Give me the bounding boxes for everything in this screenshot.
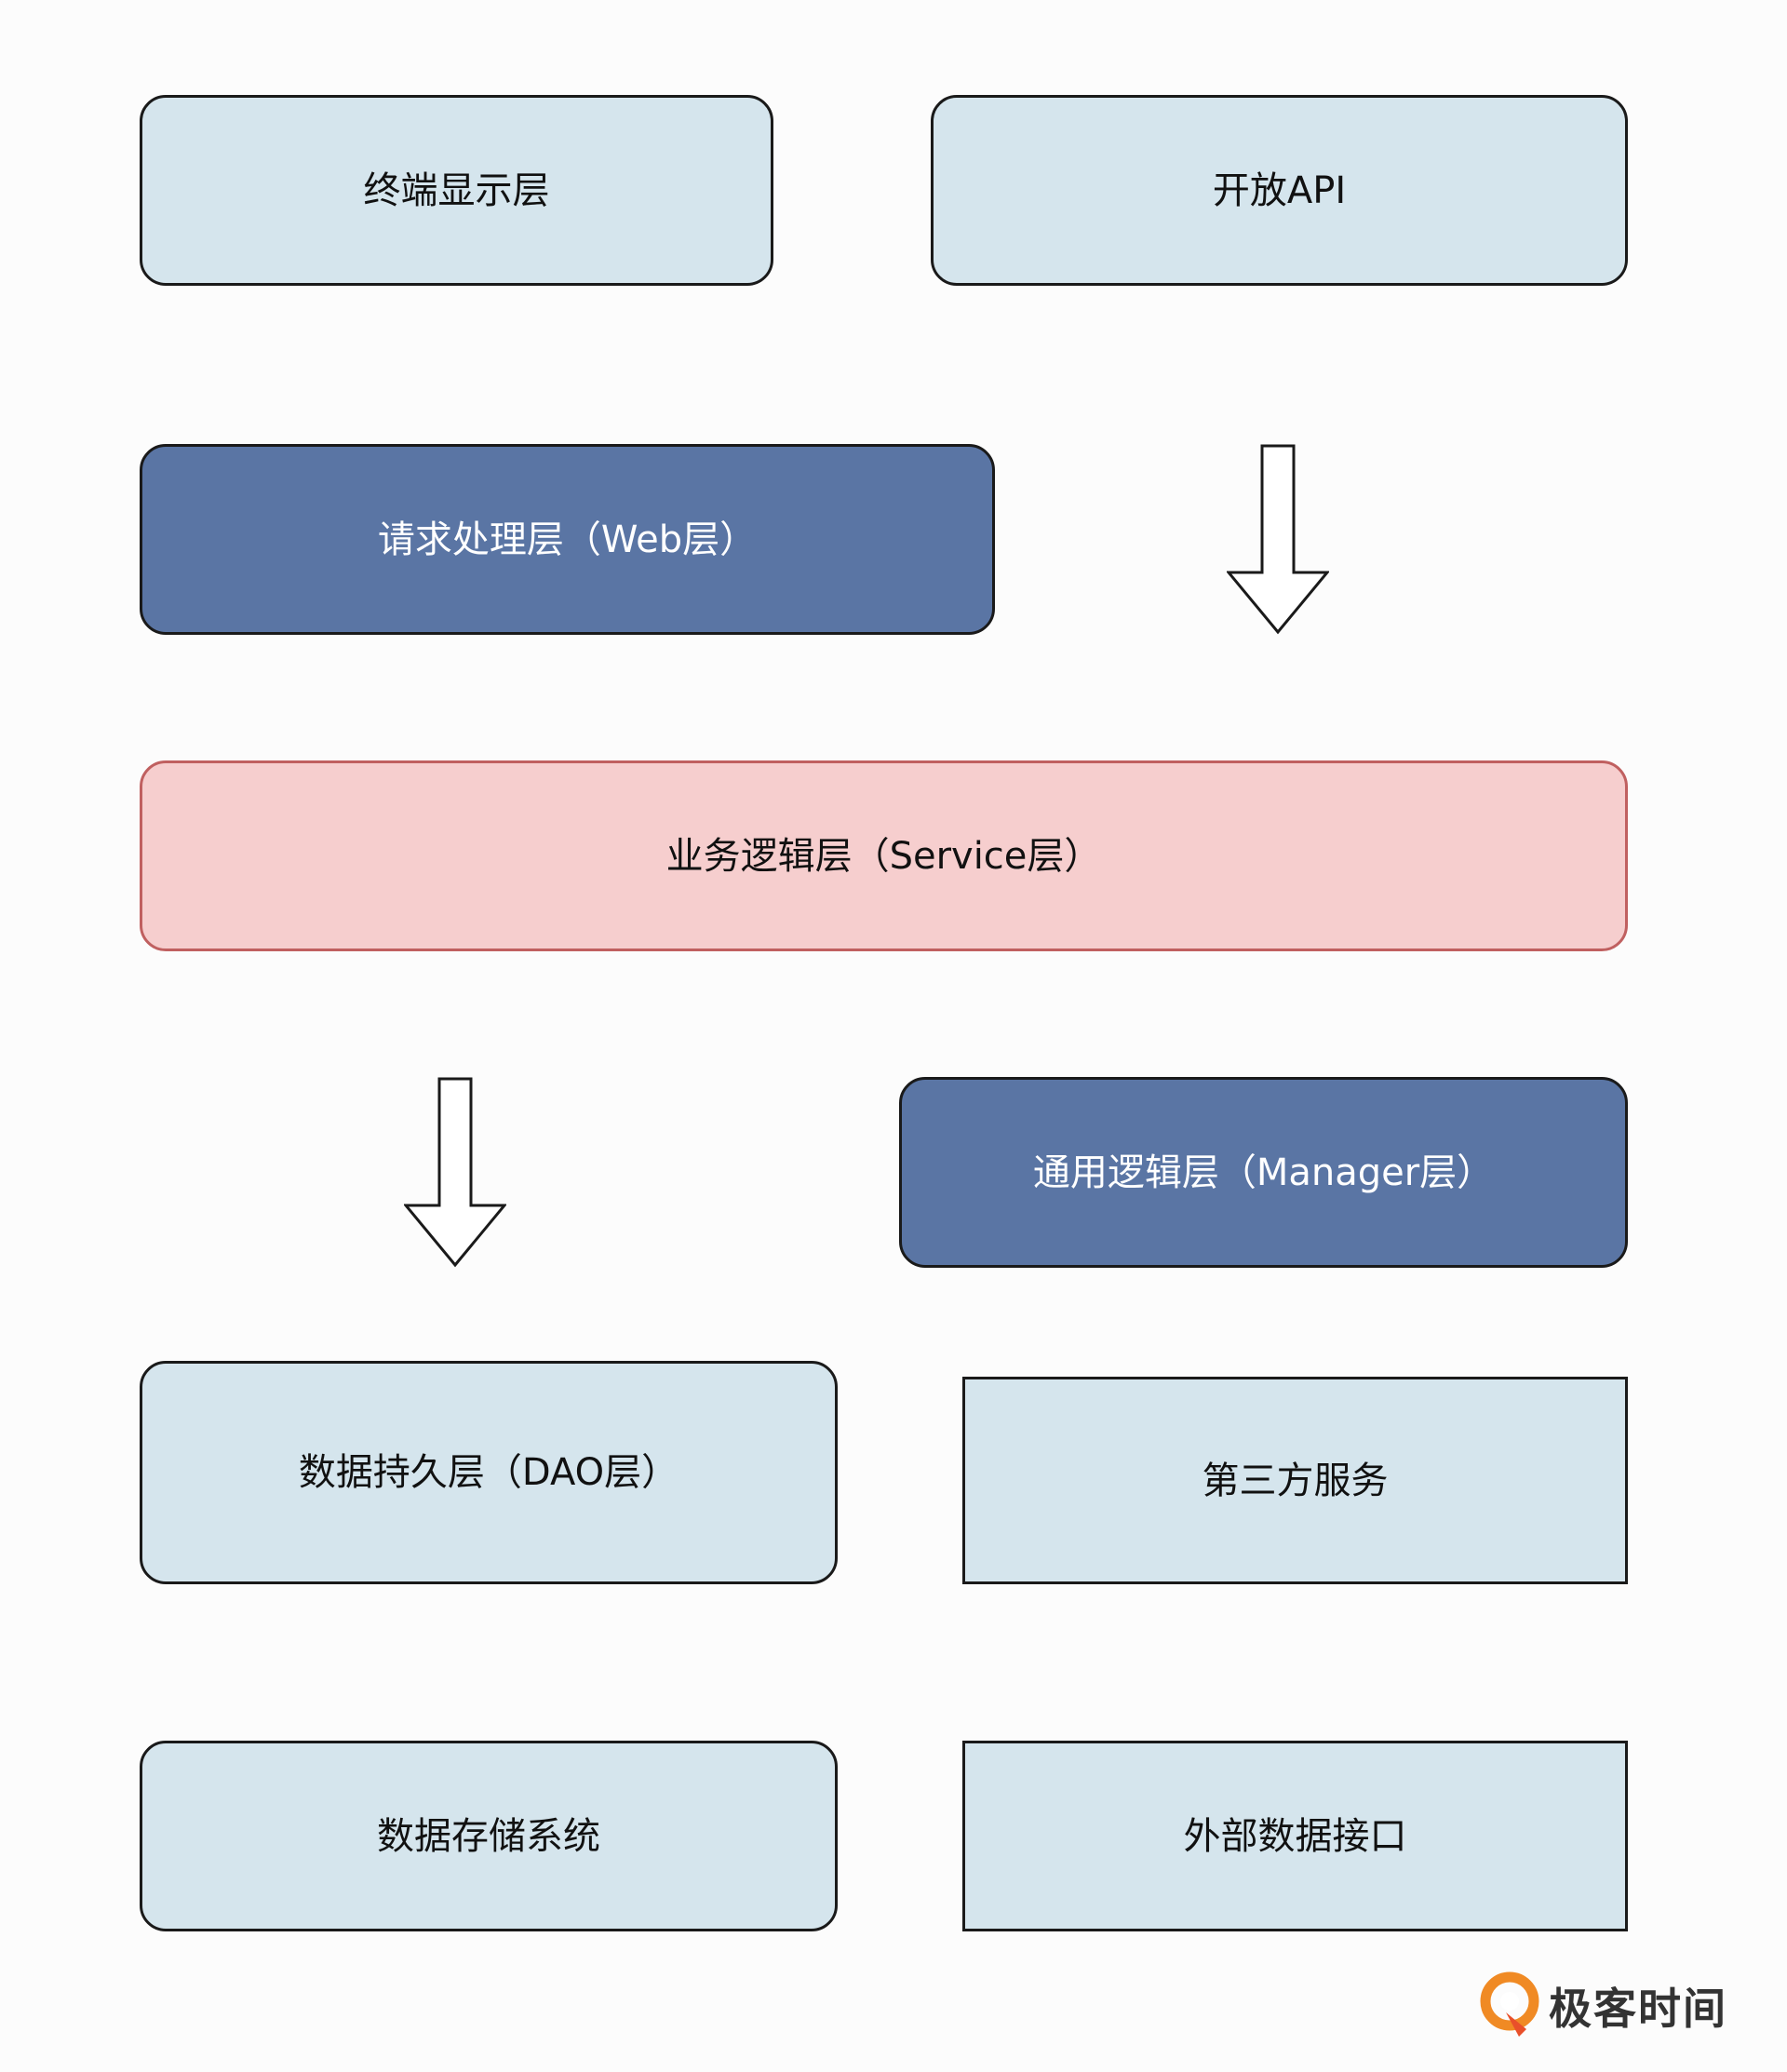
service-layer-label: 业务逻辑层（Service层） bbox=[665, 834, 1102, 878]
data-storage-system-box: 数据存储系统 bbox=[140, 1741, 838, 1931]
open-api-box: 开放API bbox=[931, 95, 1628, 286]
down-arrow-icon bbox=[1227, 444, 1329, 635]
down-arrow-icon bbox=[404, 1077, 506, 1268]
geekbang-logo: 极客时间 bbox=[1480, 1971, 1750, 2040]
web-layer-label: 请求处理层（Web层） bbox=[377, 518, 758, 561]
external-data-interface-label: 外部数据接口 bbox=[1183, 1814, 1407, 1858]
data-storage-system-label: 数据存储系统 bbox=[377, 1814, 600, 1858]
terminal-display-layer-label: 终端显示层 bbox=[363, 168, 550, 212]
manager-layer-label: 通用逻辑层（Manager层） bbox=[1032, 1150, 1495, 1194]
web-layer-box: 请求处理层（Web层） bbox=[140, 444, 995, 635]
terminal-display-layer-box: 终端显示层 bbox=[140, 95, 773, 286]
manager-layer-box: 通用逻辑层（Manager层） bbox=[899, 1077, 1628, 1268]
dao-layer-box: 数据持久层（DAO层） bbox=[140, 1361, 838, 1584]
dao-layer-label: 数据持久层（DAO层） bbox=[298, 1451, 679, 1494]
third-party-service-box: 第三方服务 bbox=[962, 1377, 1628, 1584]
open-api-label: 开放API bbox=[1212, 168, 1347, 212]
third-party-service-label: 第三方服务 bbox=[1202, 1459, 1389, 1502]
external-data-interface-box: 外部数据接口 bbox=[962, 1741, 1628, 1931]
service-layer-box: 业务逻辑层（Service层） bbox=[140, 760, 1628, 951]
logo-text: 极客时间 bbox=[1549, 1984, 1727, 2034]
geekbang-logo-icon bbox=[1480, 1971, 1539, 2037]
